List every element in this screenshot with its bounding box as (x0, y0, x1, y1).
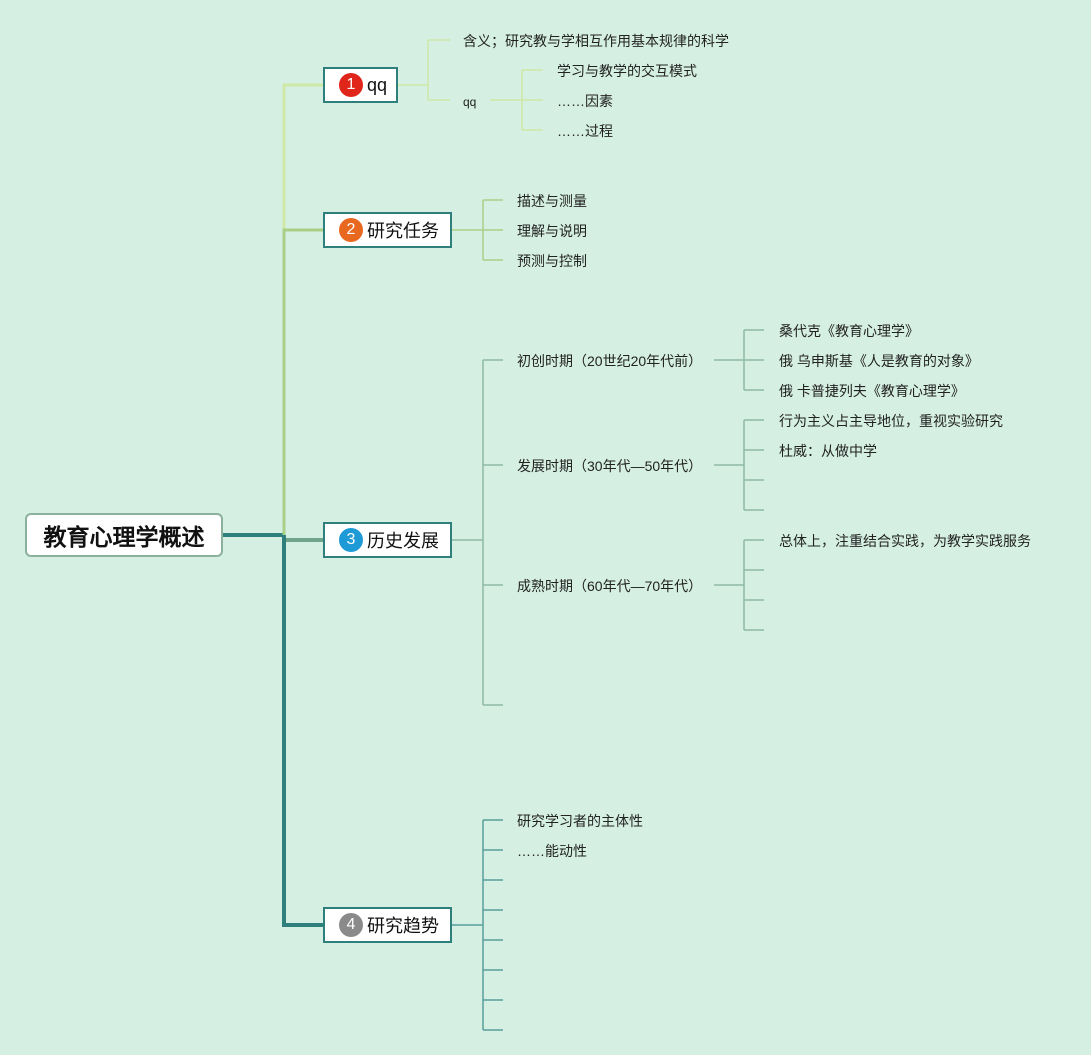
trend-item-2[interactable]: ……能动性 (517, 843, 587, 859)
early-item-2[interactable]: 俄 乌申斯基《人是教育的对象》 (779, 353, 979, 369)
trend-item-1[interactable]: 研究学习者的主体性 (517, 813, 643, 829)
branch-1-label: qq (367, 74, 388, 95)
branch-1[interactable]: 1 qq (323, 67, 398, 103)
leaf-task-1[interactable]: 描述与测量 (517, 193, 587, 209)
number-2-icon: 2 (339, 218, 363, 242)
period-development[interactable]: 发展时期（30年代—50年代） (517, 458, 703, 474)
leaf-task-3[interactable]: 预测与控制 (517, 253, 587, 269)
leaf-qq-child-2[interactable]: ……因素 (557, 93, 613, 109)
branch-2[interactable]: 2 研究任务 (323, 212, 452, 248)
leaf-definition[interactable]: 含义；研究教与学相互作用基本规律的科学 (463, 33, 729, 49)
root-topic[interactable]: 教育心理学概述 (25, 513, 223, 557)
mature-item-1[interactable]: 总体上，注重结合实践，为教学实践服务 (779, 533, 1031, 549)
period-early[interactable]: 初创时期（20世纪20年代前） (517, 353, 703, 369)
number-3-icon: 3 (339, 528, 363, 552)
development-item-2[interactable]: 杜威：从做中学 (779, 443, 877, 459)
leaf-qq-child-1[interactable]: 学习与教学的交互模式 (557, 63, 697, 79)
leaf-qq[interactable]: qq (463, 95, 477, 109)
branch-4-label: 研究趋势 (367, 916, 439, 936)
early-item-3[interactable]: 俄 卡普捷列夫《教育心理学》 (779, 383, 965, 399)
early-item-1[interactable]: 桑代克《教育心理学》 (779, 323, 919, 339)
branch-4[interactable]: 4 研究趋势 (323, 907, 452, 943)
number-4-icon: 4 (339, 913, 363, 937)
branch-3-label: 历史发展 (367, 531, 439, 551)
branch-2-label: 研究任务 (367, 221, 439, 241)
leaf-task-2[interactable]: 理解与说明 (517, 223, 587, 239)
leaf-qq-child-3[interactable]: ……过程 (557, 123, 613, 139)
number-1-icon: 1 (339, 73, 363, 97)
development-item-1[interactable]: 行为主义占主导地位，重视实验研究 (779, 413, 1003, 429)
period-mature[interactable]: 成熟时期（60年代—70年代） (517, 578, 703, 594)
branch-3[interactable]: 3 历史发展 (323, 522, 452, 558)
